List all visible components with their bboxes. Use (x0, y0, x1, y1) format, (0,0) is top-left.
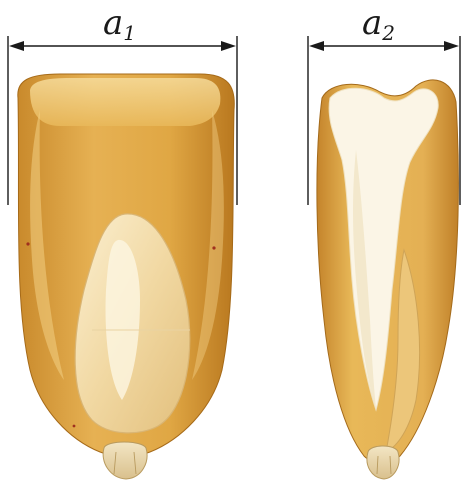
double-headed-arrow-icon (9, 41, 24, 51)
dimension-symbol-a1: a (103, 3, 123, 43)
kernel-side-tip-cap (367, 446, 399, 479)
double-headed-arrow-icon (221, 41, 236, 51)
dent-corn-kernel-front-section-icon (18, 74, 234, 479)
kernel-fleck (212, 246, 215, 249)
dimension-subscript-a1: 1 (123, 21, 136, 45)
kernel-fleck (26, 242, 29, 245)
kernel-crown (30, 78, 220, 126)
kernel-tip-cap (103, 442, 147, 479)
dimension-symbol-a2: a (362, 3, 382, 43)
dimension-label-a2: a2 (362, 3, 395, 45)
dimension-subscript-a2: 2 (381, 21, 395, 45)
double-headed-arrow-icon (309, 41, 324, 51)
kernel-fleck (73, 425, 76, 428)
dimension-label-a1: a1 (103, 3, 136, 45)
dent-corn-kernel-side-section-icon (317, 80, 458, 479)
double-headed-arrow-icon (444, 41, 459, 51)
